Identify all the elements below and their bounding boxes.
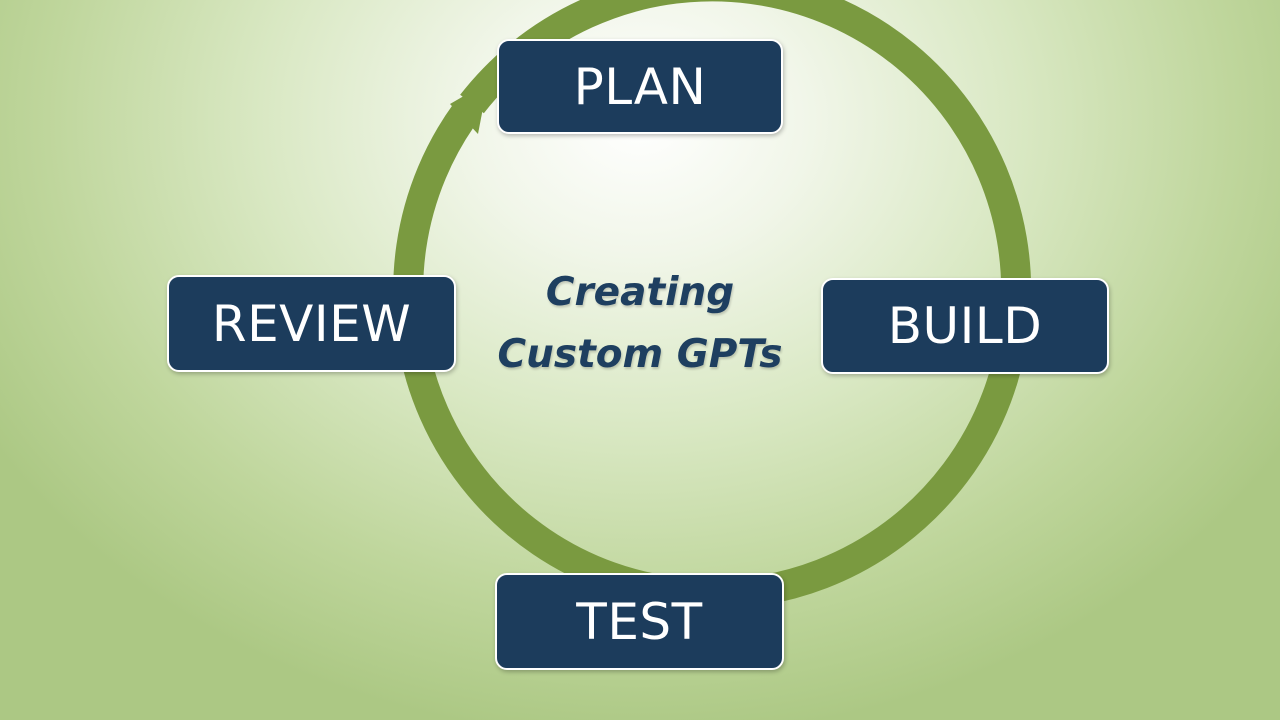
- cycle-arrowhead: [450, 82, 488, 134]
- stage-test-box: TEST: [495, 573, 784, 670]
- stage-build-label: BUILD: [887, 297, 1043, 355]
- stage-build-box: BUILD: [821, 278, 1109, 374]
- center-title: Creating Custom GPTs: [460, 262, 820, 386]
- stage-review-label: REVIEW: [211, 294, 412, 353]
- stage-plan-box: PLAN: [497, 39, 783, 134]
- stage-plan-label: PLAN: [573, 57, 707, 116]
- center-title-line1: Creating: [545, 270, 735, 315]
- stage-test-label: TEST: [576, 592, 703, 651]
- stage-review-box: REVIEW: [167, 275, 456, 372]
- center-title-line2: Custom GPTs: [497, 332, 783, 377]
- cycle-ring-arc: [393, 0, 1032, 610]
